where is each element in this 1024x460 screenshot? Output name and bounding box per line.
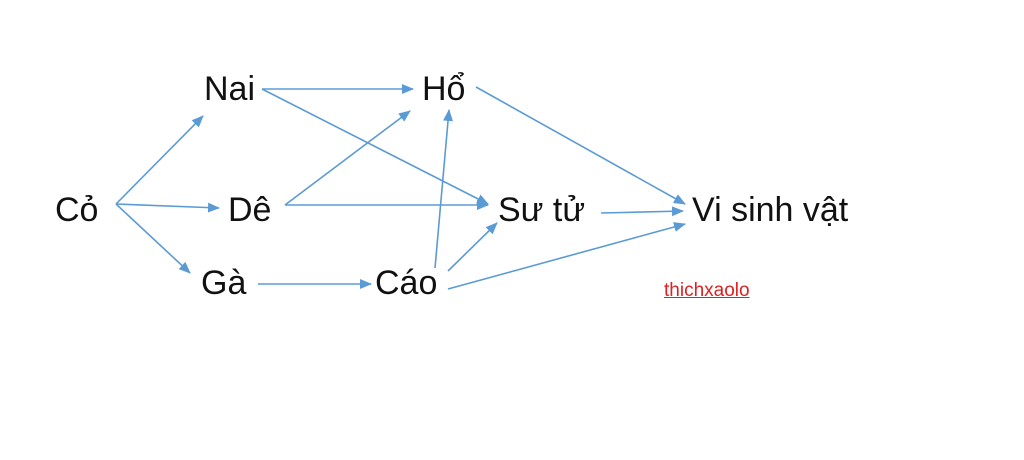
arrow-nai-to-su-tu	[261, 88, 489, 205]
node-su-tu: Sư tử	[498, 191, 586, 229]
node-nai: Nai	[204, 70, 256, 108]
node-de: Dê	[228, 191, 272, 229]
node-vi-sinh-vat: Vi sinh vật	[692, 191, 849, 229]
arrow-cao-to-vi-sinh-vat	[447, 222, 686, 290]
arrow-co-to-nai	[115, 115, 204, 205]
node-cao: Cáo	[375, 264, 438, 302]
node-ho: Hổ	[422, 70, 466, 108]
edge-group	[115, 84, 686, 290]
arrow-su-tu-to-vi-sinh-vat	[600, 206, 684, 217]
arrow-cao-to-ho	[434, 109, 454, 269]
arrow-co-to-de	[115, 202, 220, 213]
node-co: Cỏ	[55, 191, 99, 229]
arrow-co-to-ga	[115, 203, 191, 274]
arrow-de-to-ho	[284, 110, 411, 206]
arrow-ho-to-vi-sinh-vat	[475, 86, 686, 205]
arrow-cao-to-su-tu	[447, 222, 498, 272]
watermark-text: thichxaolo	[664, 280, 750, 301]
node-ga: Gà	[201, 264, 247, 302]
